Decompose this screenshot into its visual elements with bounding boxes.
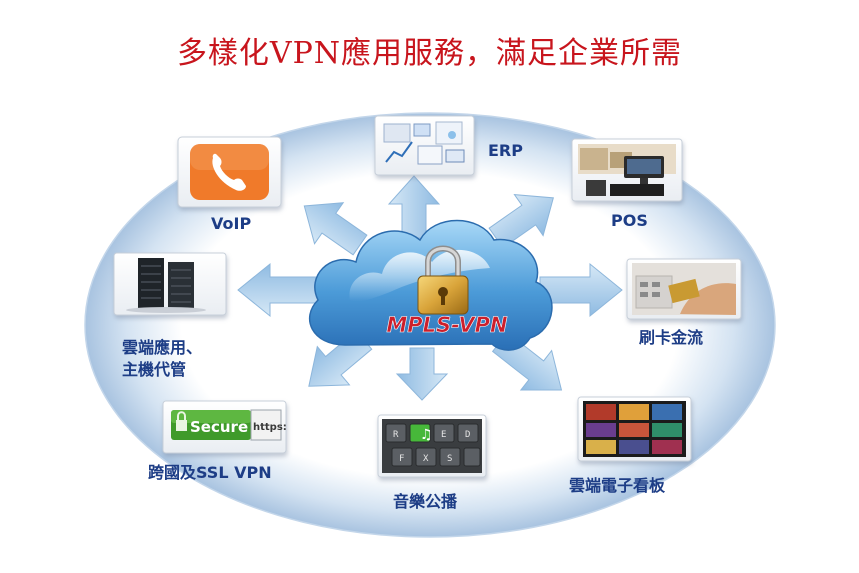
- label-ssl: 跨國及SSL VPN: [148, 463, 272, 482]
- music-note-glyph: ♫: [420, 427, 433, 443]
- label-hosting-line1: 雲端應用、: [122, 338, 202, 357]
- label-signage: 雲端電子看板: [569, 476, 666, 495]
- label-voip: VoIP: [211, 214, 251, 233]
- arrow-to-music: [395, 347, 449, 401]
- label-card: 刷卡金流: [639, 328, 703, 347]
- key-s: S: [447, 454, 452, 464]
- padlock-icon: [417, 245, 469, 315]
- label-erp: ERP: [488, 141, 523, 160]
- label-hosting-line2: 主機代管: [122, 360, 186, 379]
- ssl-https-text: https:: [253, 422, 287, 433]
- key-d: D: [465, 430, 470, 440]
- ssl-secure-text: Secure: [190, 418, 248, 436]
- label-music: 音樂公播: [393, 492, 458, 511]
- key-f: F: [399, 454, 404, 464]
- key-x: X: [423, 454, 429, 464]
- arrow-to-hosting: [237, 262, 323, 318]
- key-r: R: [393, 430, 399, 440]
- label-pos: POS: [611, 211, 648, 230]
- mpls-vpn-cloud: MPLS-VPN: [308, 219, 553, 351]
- key-e: E: [441, 430, 446, 440]
- arrow-to-voip: [303, 202, 368, 256]
- center-label: MPLS-VPN: [386, 313, 508, 337]
- page-title: 多樣化VPN應用服務，滿足企業所需: [176, 36, 683, 71]
